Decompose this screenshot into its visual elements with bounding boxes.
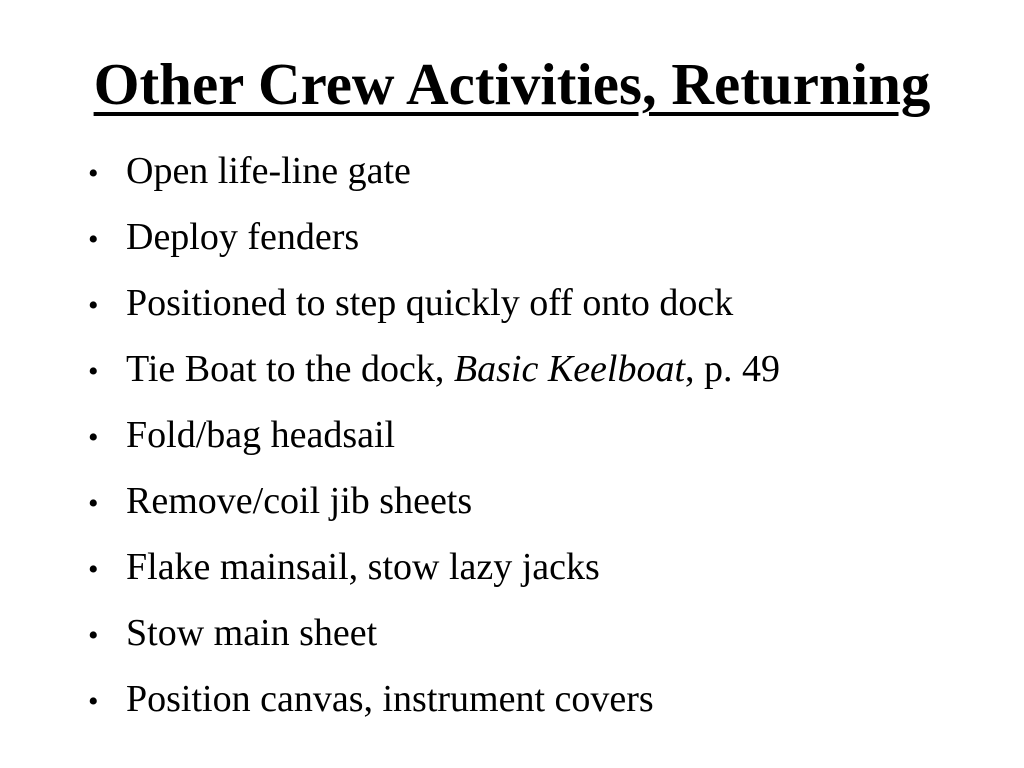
bullet-text-prefix: Tie Boat to the dock, — [126, 348, 454, 390]
bullet-text-suffix: , p. 49 — [685, 348, 781, 390]
bullet-icon: • — [88, 223, 99, 256]
bullet-icon: • — [88, 355, 99, 388]
bullet-item-flake-mainsail: • Flake mainsail, stow lazy jacks — [88, 539, 780, 605]
bullet-text: Position canvas, instrument covers — [126, 678, 654, 720]
bullet-text: Fold/bag headsail — [126, 414, 396, 456]
bullet-icon: • — [88, 553, 99, 586]
bullet-icon: • — [88, 421, 99, 454]
bullet-text: Open life-line gate — [126, 150, 411, 192]
bullet-item-open-gate: • Open life-line gate — [88, 143, 780, 209]
bullet-icon: • — [88, 619, 99, 652]
bullet-item-deploy-fenders: • Deploy fenders — [88, 209, 780, 275]
book-title: Basic Keelboat — [453, 348, 686, 390]
bullet-text: Stow main sheet — [126, 612, 378, 654]
bullet-list: • Open life-line gate • Deploy fenders •… — [88, 143, 780, 737]
bullet-item-tie-boat: • Tie Boat to the dock, Basic Keelboat, … — [88, 341, 780, 407]
bullet-item-fold-headsail: • Fold/bag headsail — [88, 407, 780, 473]
bullet-item-jib-sheets: • Remove/coil jib sheets — [88, 473, 780, 539]
bullet-item-positioned: • Positioned to step quickly off onto do… — [88, 275, 780, 341]
bullet-item-main-sheet: • Stow main sheet — [88, 605, 780, 671]
bullet-text: Tie Boat to the dock, Basic Keelboat, p.… — [126, 341, 780, 397]
slide-title: Other Crew Activities, Returning — [93, 51, 931, 117]
bullet-text: Remove/coil jib sheets — [126, 480, 473, 522]
bullet-icon: • — [88, 157, 99, 190]
bullet-icon: • — [88, 487, 99, 520]
bullet-icon: • — [88, 685, 99, 718]
bullet-item-canvas-covers: • Position canvas, instrument covers — [88, 671, 780, 737]
bullet-icon: • — [88, 289, 99, 322]
bullet-text: Flake mainsail, stow lazy jacks — [126, 546, 600, 588]
bullet-text: Deploy fenders — [126, 216, 360, 258]
bullet-text: Positioned to step quickly off onto dock — [126, 282, 734, 324]
